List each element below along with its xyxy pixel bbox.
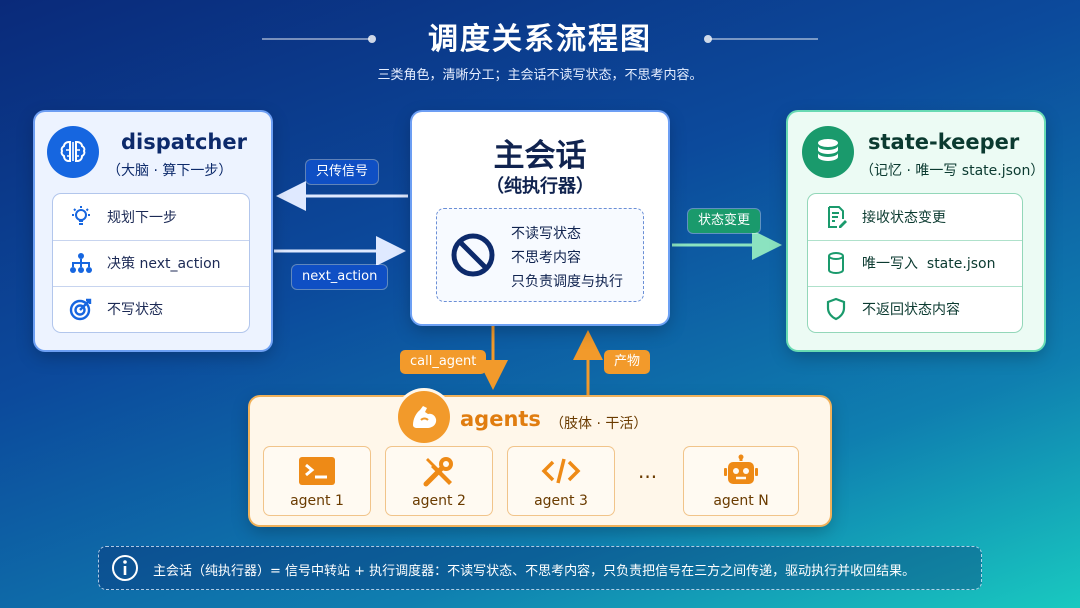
hierarchy-icon [67,249,95,277]
list-item-label: 不返回状态内容 [862,302,960,318]
agents-ellipsis: ··· [638,465,658,489]
tools-icon [386,455,492,487]
list-item-label: 不写状态 [107,302,163,318]
agents-subtitle: （肢体 · 干活） [550,416,648,432]
list-item-label: 唯一写入 state.json [862,256,996,272]
agent-label: agent N [713,493,769,509]
dispatcher-subtitle: （大脑 · 算下一步） [107,163,233,179]
list-item: 接收状态变更 [808,194,1022,240]
label-only-signal: 只传信号 [306,160,379,184]
title-left-dot [368,35,376,43]
title-right-dot [704,35,712,43]
prohibited-icon [449,231,497,283]
target-icon [67,295,95,323]
label-state-change: 状态变更 [688,209,761,233]
label-next-action: next_action [292,265,388,289]
rule-item: 只负责调度与执行 [511,274,623,290]
state-keeper-subtitle: （记忆 · 唯一写 state.json） [860,163,1045,179]
divider [808,286,1022,287]
robot-icon [684,454,798,487]
brain-icon [47,126,99,178]
agent-label: agent 3 [534,493,588,509]
agent-label: agent 1 [290,493,344,509]
terminal-icon [264,455,370,487]
info-icon [111,554,139,586]
code-icon [508,455,614,487]
main-session-subtitle: （纯执行器） [486,176,594,197]
list-item-label: 接收状态变更 [862,210,946,226]
agent-card-2: agent 2 [386,447,492,515]
lightbulb-icon [67,203,95,231]
main-session-rules: 不读写状态 不思考内容 只负责调度与执行 [436,208,644,302]
page-subtitle: 三类角色，清晰分工；主会话不读写状态，不思考内容。 [377,68,703,83]
list-item: 不返回状态内容 [808,286,1022,332]
state-keeper-card: state-keeper （记忆 · 唯一写 state.json） 接收状态变… [788,112,1044,350]
agents-title: agents [460,407,541,431]
dispatcher-list: 规划下一步 决策 next_action 不写状态 [53,194,249,332]
list-item-label: 规划下一步 [107,210,177,226]
label-call-agent: call_agent [400,350,487,374]
muscle-icon [398,391,450,443]
agent-card-1: agent 1 [264,447,370,515]
main-session-title: 主会话 [493,138,587,174]
agent-card-n: agent N [684,447,798,515]
list-item: 不写状态 [53,286,249,332]
divider [808,240,1022,241]
footer-text: 主会话（纯执行器）= 信号中转站 + 执行调度器：不读写状态、不思考内容，只负责… [153,564,916,579]
cylinder-icon [822,249,850,277]
footer-note: 主会话（纯执行器）= 信号中转站 + 执行调度器：不读写状态、不思考内容，只负责… [98,546,982,590]
list-item-label: 决策 next_action [107,256,221,272]
list-item: 唯一写入 state.json [808,240,1022,286]
title-left-line [262,38,370,40]
title-right-line [710,38,818,40]
shield-icon [822,295,850,323]
agents-card: agents （肢体 · 干活） agent 1 agent 2 agent 3… [250,391,830,525]
dispatcher-title: dispatcher [121,130,247,154]
state-keeper-list: 接收状态变更 唯一写入 state.json 不返回状态内容 [808,194,1022,332]
list-item: 规划下一步 [53,194,249,240]
label-artifact: 产物 [604,350,651,374]
rule-item: 不思考内容 [511,250,581,266]
rule-item: 不读写状态 [511,226,581,242]
database-icon [802,126,854,178]
list-item: 决策 next_action [53,240,249,286]
agent-card-3: agent 3 [508,447,614,515]
edit-document-icon [822,203,850,231]
main-session-card: 主会话 （纯执行器） 不读写状态 不思考内容 只负责调度与执行 [412,112,668,324]
divider [53,240,249,241]
divider [53,286,249,287]
dispatcher-card: dispatcher （大脑 · 算下一步） 规划下一步 决策 next_act… [35,112,271,350]
agent-label: agent 2 [412,493,466,509]
state-keeper-title: state-keeper [868,130,1020,154]
page-title: 调度关系流程图 [428,22,652,57]
